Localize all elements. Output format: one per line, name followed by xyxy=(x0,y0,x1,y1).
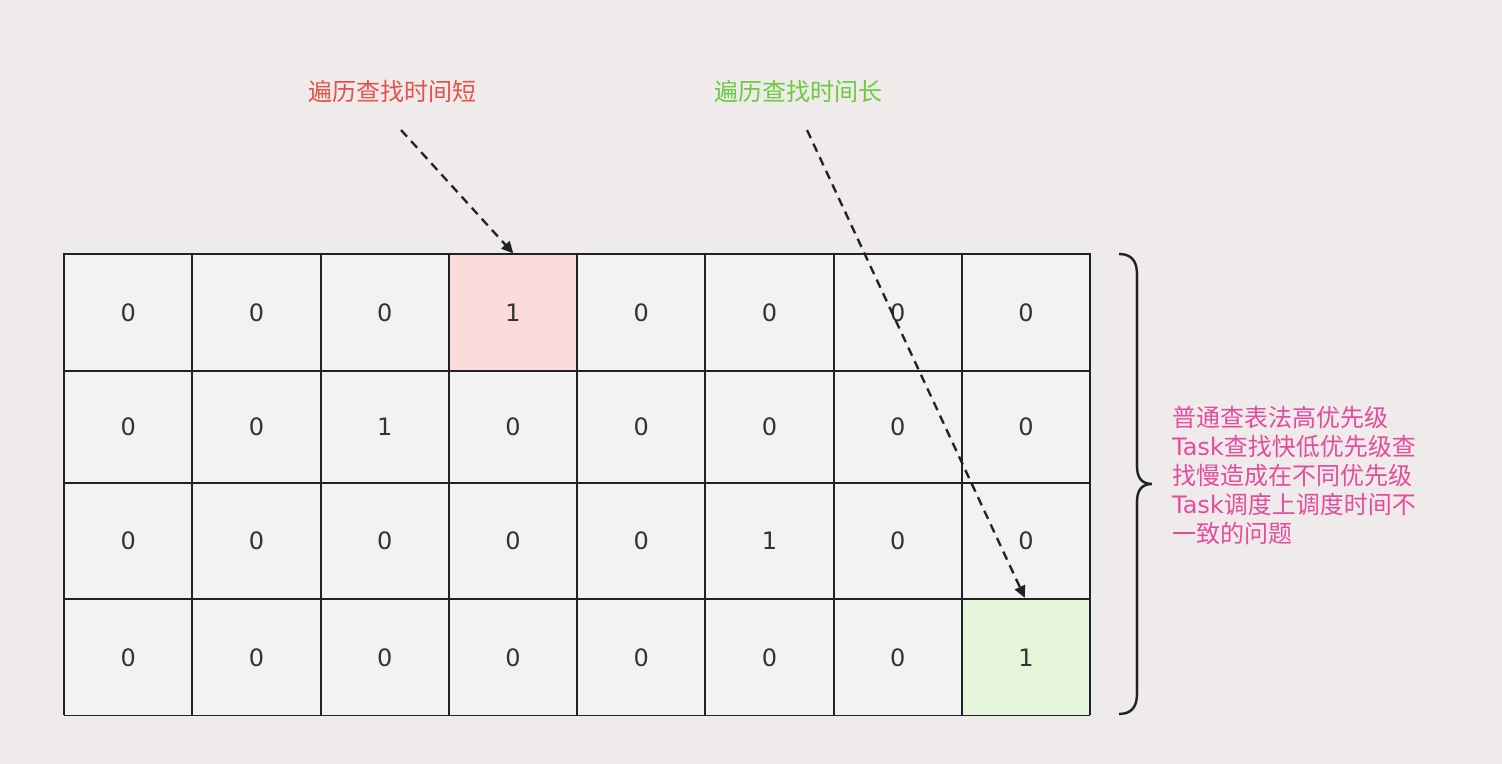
bit-cell: 1 xyxy=(705,483,834,599)
bit-cell: 0 xyxy=(64,254,193,371)
label-short-search-time: 遍历查找时间短 xyxy=(308,78,476,106)
bit-cell: 0 xyxy=(961,254,1090,371)
bit-cell: 0 xyxy=(961,371,1090,483)
bit-cell: 0 xyxy=(833,254,962,371)
bit-cell: 0 xyxy=(192,254,321,371)
bit-cell: 0 xyxy=(448,599,577,716)
bit-cell: 0 xyxy=(192,483,321,599)
bit-cell: 0 xyxy=(577,371,706,483)
bit-cell: 0 xyxy=(192,371,321,483)
bit-cell: 0 xyxy=(833,599,962,716)
bit-cell: 0 xyxy=(448,483,577,599)
bit-cell: 0 xyxy=(192,599,321,716)
bit-cell: 0 xyxy=(577,254,706,371)
arrow-to-first-set-bit xyxy=(400,129,514,254)
bit-cell: 0 xyxy=(577,599,706,716)
explanation-note: 普通查表法高优先级 Task查找快低优先级查 找慢造成在不同优先级 Task调度… xyxy=(1172,404,1416,548)
bit-cell: 1 xyxy=(448,254,577,371)
bit-cell: 1 xyxy=(320,371,449,483)
right-curly-brace xyxy=(1118,252,1153,716)
bit-cell: 0 xyxy=(64,599,193,716)
bit-cell: 0 xyxy=(64,483,193,599)
bit-cell: 0 xyxy=(320,599,449,716)
bit-cell: 0 xyxy=(320,483,449,599)
bit-cell: 0 xyxy=(833,483,962,599)
bit-cell: 0 xyxy=(705,371,834,483)
bit-cell: 0 xyxy=(64,371,193,483)
bit-cell: 0 xyxy=(705,254,834,371)
bit-cell: 1 xyxy=(961,599,1090,716)
bit-cell: 0 xyxy=(320,254,449,371)
bit-cell: 0 xyxy=(705,599,834,716)
bit-cell: 0 xyxy=(961,483,1090,599)
bit-cell: 0 xyxy=(577,483,706,599)
bit-cell: 0 xyxy=(833,371,962,483)
label-long-search-time: 遍历查找时间长 xyxy=(714,78,882,106)
bit-cell: 0 xyxy=(448,371,577,483)
